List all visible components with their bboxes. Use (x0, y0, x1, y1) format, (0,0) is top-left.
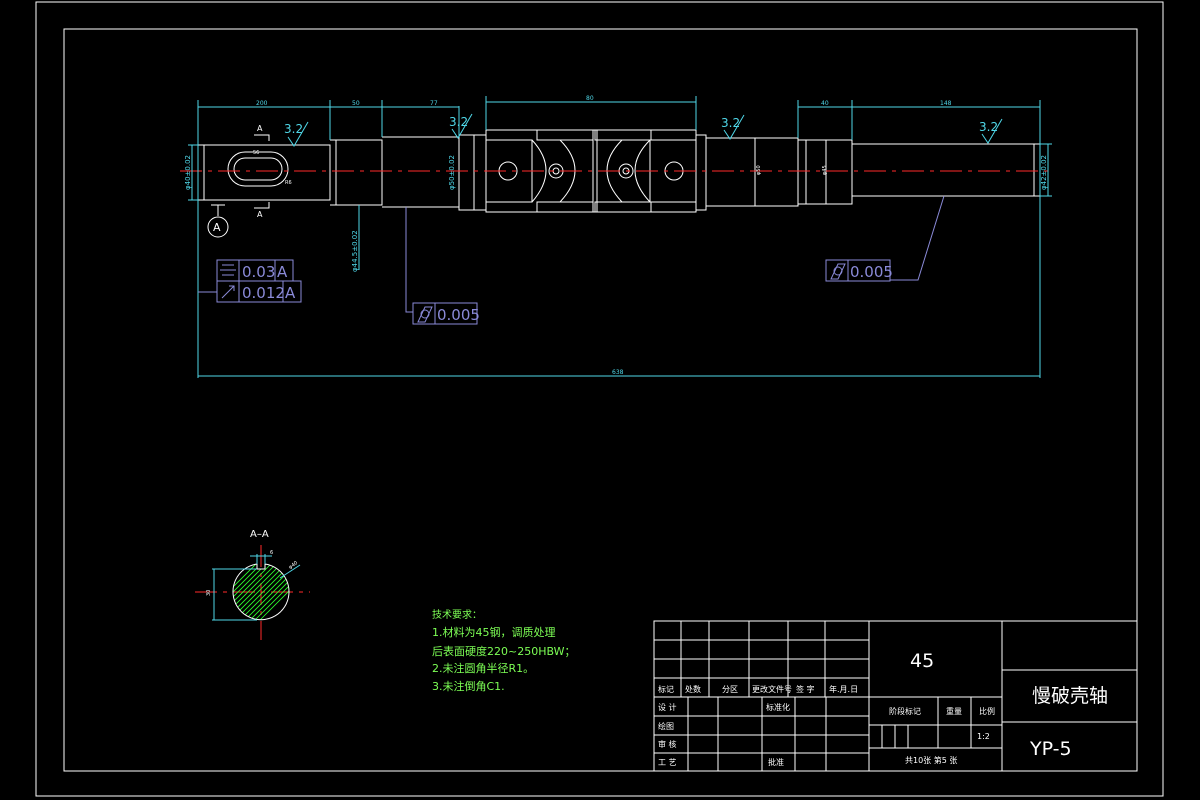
shaft-right-segment (852, 143, 1041, 197)
title-material: 45 (910, 650, 934, 672)
roughness-3: 3.2 (721, 116, 740, 130)
outer-frame (35, 1, 1164, 797)
row-drawing: 绘图 (658, 721, 674, 731)
fcf-runout-value: 0.012 (242, 284, 285, 302)
weight-label: 重量 (946, 706, 962, 716)
section-dim-depth: 30 (206, 590, 212, 596)
tech-req-title: 技术要求： (432, 608, 482, 621)
section-view-aa: A–A 6 φ40 30 (195, 529, 310, 640)
scale-label: 比例 (979, 706, 995, 716)
section-label-bottom: A (257, 210, 263, 219)
title-drawing-no: YP-5 (1029, 738, 1072, 760)
hub-assembly (485, 129, 697, 213)
dim-dia-neck: φ44.5±0.02 (351, 230, 359, 272)
dim-148: 148 (940, 100, 952, 107)
hdr-date: 年.月.日 (829, 684, 858, 694)
tech-req-line-3: 2.未注圆角半径R1。 (432, 661, 534, 675)
section-label-top: A (257, 124, 263, 133)
fcf-cyl-mid-value: 0.005 (437, 306, 480, 324)
section-hatch (232, 564, 289, 620)
shaft-left-segment (197, 144, 331, 201)
dim-dia-left: φ40±0.02 (184, 155, 192, 190)
shaft-main-view (180, 129, 1052, 213)
dim-50: 50 (352, 100, 360, 107)
hdr-change-doc: 更改文件号 (752, 684, 792, 694)
dim-total: 638 (612, 369, 624, 376)
tech-requirements: 技术要求： 1.材料为45钢，调质处理 后表面硬度220~250HBW； 2.未… (432, 608, 576, 693)
fcf-symmetry-value: 0.03 (242, 263, 275, 281)
roughness-1: 3.2 (284, 122, 303, 136)
fcf-cylindricity-mid: 0.005 (405, 207, 480, 325)
inner-frame (63, 28, 1138, 772)
section-dim-dia: φ40 (288, 560, 299, 570)
dim-dia-small2: φ45 (822, 165, 828, 175)
datum-label: A (213, 221, 221, 234)
section-title: A–A (250, 529, 269, 540)
section-cut-marks: A A (254, 124, 270, 219)
fcf-cylindricity-right: 0.005 (825, 195, 945, 282)
section-dim-width: 6 (270, 550, 273, 556)
dim-dia-mid: φ50±0.02 (448, 155, 456, 190)
dimension-lines (188, 96, 1052, 378)
tech-req-line-2: 后表面硬度220~250HBW； (432, 644, 576, 658)
dimension-texts: 200 50 77 80 40 148 638 φ40±0.02 φ50±0.0… (184, 95, 1048, 376)
dim-dia-small1: φ50 (756, 165, 762, 175)
row-review: 审 核 (658, 739, 677, 749)
fcf-runout-datum: A (285, 284, 296, 302)
roughness-4: 3.2 (979, 120, 998, 134)
scale-value: 1:2 (977, 732, 990, 741)
fcf-cyl-right-value: 0.005 (850, 263, 893, 281)
roughness-marks: 3.2 3.2 3.2 3.2 (284, 113, 1003, 147)
shaft-right-mid-segment (706, 137, 799, 207)
sheet-count: 共10张 第5 张 (905, 755, 957, 765)
roughness-2: 3.2 (449, 115, 468, 129)
hdr-count: 处数 (685, 684, 701, 694)
fcf-runout: 0.012 A (216, 280, 302, 303)
title-part-name: 慢破壳轴 (1032, 685, 1108, 707)
datum-symbol: A (207, 204, 229, 238)
hdr-zone: 分区 (722, 685, 738, 694)
dim-dia-right: φ42±0.02 (1040, 155, 1048, 190)
dim-77: 77 (430, 100, 438, 107)
fcf-symmetry: 0.03 A (216, 259, 294, 282)
row-design: 设 计 (658, 702, 677, 712)
dim-200: 200 (256, 100, 268, 107)
dim-40: 40 (821, 100, 829, 107)
dim-keyway-r: R6 (285, 180, 292, 186)
shaft-neck-segment (330, 139, 383, 206)
fcf-symmetry-datum: A (277, 263, 288, 281)
dim-80: 80 (586, 95, 594, 102)
tech-req-line-1: 1.材料为45钢，调质处理 (432, 625, 556, 639)
tech-req-line-4: 3.未注倒角C1. (432, 679, 505, 693)
keyway-slot (233, 157, 283, 181)
row-approve: 批准 (768, 757, 784, 767)
hdr-sign: 签 字 (796, 684, 815, 694)
title-block: 45 慢破壳轴 YP-5 标记 处数 分区 更改文件号 签 字 年.月.日 设 … (653, 620, 1138, 772)
dim-keyway-len: 56 (253, 150, 259, 156)
stage-mark: 阶段标记 (889, 706, 921, 716)
row-process: 工 艺 (658, 758, 677, 767)
hdr-mark: 标记 (658, 684, 674, 694)
row-standard: 标准化 (766, 702, 790, 712)
